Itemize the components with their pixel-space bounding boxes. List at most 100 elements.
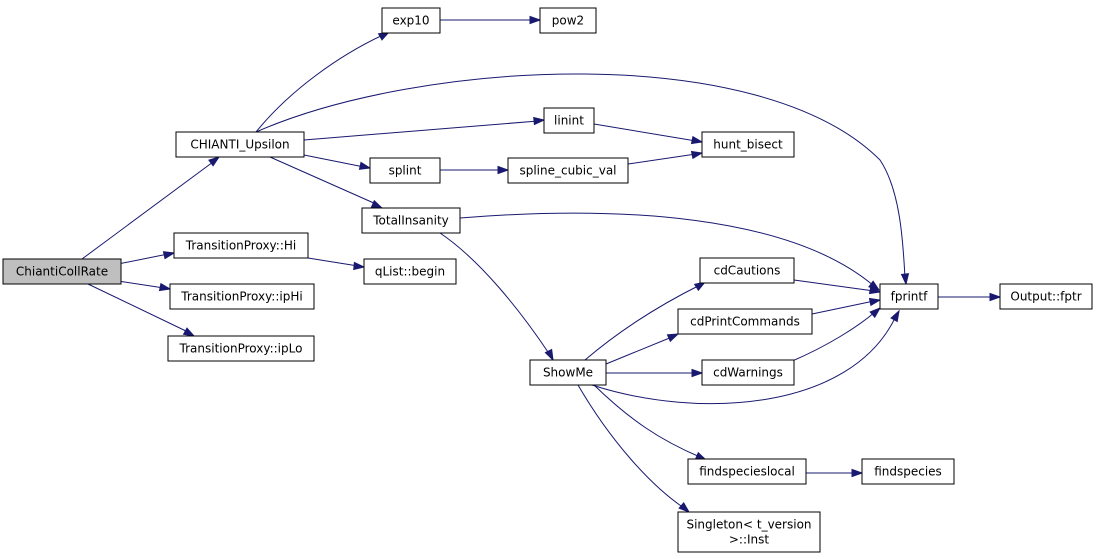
- edge-arrowhead: [890, 309, 900, 323]
- node-qlist-begin[interactable]: qList::begin: [363, 258, 457, 285]
- edge-arrowhead: [691, 368, 704, 378]
- edge-arrowhead: [869, 307, 882, 319]
- node-findspecies[interactable]: findspecies: [861, 458, 955, 485]
- node-showme[interactable]: ShowMe: [529, 359, 607, 386]
- node-box: [173, 232, 309, 259]
- edge-line: [593, 123, 697, 142]
- edge-totalinsanity-to-showme: [439, 232, 554, 362]
- node-label: >::Inst: [729, 533, 770, 547]
- edge-totalinsanity-to-fprintf: [459, 212, 881, 291]
- node-label: cdWarnings: [713, 366, 783, 380]
- node-label: cdCautions: [714, 264, 781, 278]
- edge-line: [81, 161, 214, 260]
- edge-arrowhead: [497, 165, 510, 175]
- node-cdwarnings[interactable]: cdWarnings: [701, 359, 795, 386]
- edge-arrowhead: [851, 468, 864, 478]
- node-transitionproxy-iplo[interactable]: TransitionProxy::ipLo: [167, 335, 315, 362]
- edge-line: [255, 73, 906, 279]
- edge-arrowhead: [182, 327, 196, 337]
- edge-transitionproxy_hi-to-qlist_begin: [307, 257, 366, 271]
- node-label: exp10: [392, 14, 429, 28]
- node-transitionproxy-hi[interactable]: TransitionProxy::Hi: [173, 232, 309, 259]
- edge-showme-to-findspecieslocal: [593, 384, 708, 461]
- edge-findspecieslocal-to-findspecies: [806, 468, 864, 478]
- node-singleton-inst[interactable]: Singleton< t_version>::Inst: [677, 511, 821, 553]
- node-label: CHIANTI_Upsilon: [190, 138, 289, 152]
- node-box: [363, 258, 457, 285]
- edge-arrowhead: [868, 297, 882, 307]
- node-box: [701, 359, 795, 386]
- edge-chianticollrate-to-chianti_upsilon: [81, 156, 221, 260]
- edge-chianti_upsilon-to-linint: [303, 116, 546, 141]
- node-cdcautions[interactable]: cdCautions: [699, 257, 795, 284]
- node-linint[interactable]: linint: [543, 107, 595, 134]
- node-spline-cubic-val[interactable]: spline_cubic_val: [507, 157, 629, 184]
- edge-arrowhead: [158, 282, 172, 292]
- edge-chianticollrate-to-transitionproxy_iplo: [87, 283, 196, 337]
- node-exp10[interactable]: exp10: [381, 7, 441, 34]
- node-label: TransitionProxy::ipLo: [179, 342, 303, 356]
- edge-line: [593, 384, 701, 458]
- node-box: [369, 157, 441, 184]
- node-cdprintcommands[interactable]: cdPrintCommands: [677, 308, 813, 335]
- edge-line: [307, 257, 359, 267]
- node-box: [361, 207, 461, 234]
- edge-cdprintcommands-to-fprintf: [811, 297, 882, 315]
- edge-line: [627, 153, 697, 165]
- edge-showme-to-cdwarnings: [606, 368, 704, 378]
- node-label: TransitionProxy::Hi: [185, 239, 296, 253]
- edge-line: [117, 280, 165, 289]
- edge-line: [793, 279, 875, 292]
- edge-arrowhead: [162, 251, 176, 260]
- node-totalinsanity[interactable]: TotalInsanity: [361, 207, 461, 234]
- edge-cdcautions-to-fprintf: [793, 279, 882, 295]
- edge-arrowhead: [208, 156, 221, 167]
- edge-arrowhead: [678, 501, 691, 513]
- node-output-fptr[interactable]: Output::fptr: [999, 283, 1093, 310]
- node-fprintf[interactable]: fprintf: [879, 283, 939, 310]
- node-box: [999, 283, 1093, 310]
- edge-arrowhead: [544, 348, 554, 362]
- node-box: [529, 359, 607, 386]
- edge-chianti_upsilon-to-exp10: [255, 31, 391, 133]
- node-label: Output::fptr: [1010, 290, 1081, 304]
- edge-line: [439, 232, 551, 356]
- edge-linint-to-hunt_bisect: [593, 123, 704, 145]
- edge-arrowhead: [868, 285, 882, 295]
- node-chianti-upsilon[interactable]: CHIANTI_Upsilon: [175, 131, 305, 158]
- node-findspecieslocal[interactable]: findspecieslocal: [687, 458, 807, 485]
- edge-splint-to-spline_cubic_val: [440, 165, 510, 175]
- node-label: cdPrintCommands: [690, 315, 800, 329]
- node-box: [701, 131, 795, 158]
- node-hunt-bisect[interactable]: hunt_bisect: [701, 131, 795, 158]
- node-label: Singleton< t_version: [686, 518, 811, 532]
- edge-arrowhead: [989, 292, 1002, 302]
- node-box: [699, 257, 795, 284]
- node-chianticollrate[interactable]: ChiantiCollRate: [2, 258, 122, 285]
- edge-fprintf-to-output_fptr: [938, 292, 1002, 302]
- edge-line: [605, 336, 673, 365]
- node-transitionproxy-iphi[interactable]: TransitionProxy::ipHi: [169, 283, 315, 310]
- edge-arrowhead: [353, 261, 366, 271]
- node-splint[interactable]: splint: [369, 157, 441, 184]
- node-box: [543, 107, 595, 134]
- edge-arrowhead: [900, 273, 910, 286]
- edge-showme-to-fprintf: [591, 309, 900, 405]
- node-label: splint: [389, 164, 422, 178]
- edge-chianti_upsilon-to-splint: [303, 154, 372, 170]
- node-box: [167, 335, 315, 362]
- node-pow2[interactable]: pow2: [539, 7, 597, 34]
- edge-arrowhead: [358, 161, 372, 170]
- edge-line: [303, 120, 539, 141]
- edge-arrowhead: [370, 199, 384, 209]
- edge-arrowhead: [529, 15, 542, 25]
- edge-arrowhead: [690, 135, 704, 145]
- node-label: findspecies: [874, 465, 942, 479]
- node-label: TransitionProxy::ipHi: [180, 290, 302, 304]
- edge-exp10-to-pow2: [440, 15, 542, 25]
- node-label: TotalInsanity: [372, 214, 449, 228]
- edge-line: [87, 283, 189, 333]
- nodes-layer: ChiantiCollRate CHIANTI_Upsilon exp10 pow2 l…: [2, 7, 1093, 553]
- edge-line: [255, 34, 384, 133]
- edge-line: [591, 317, 896, 405]
